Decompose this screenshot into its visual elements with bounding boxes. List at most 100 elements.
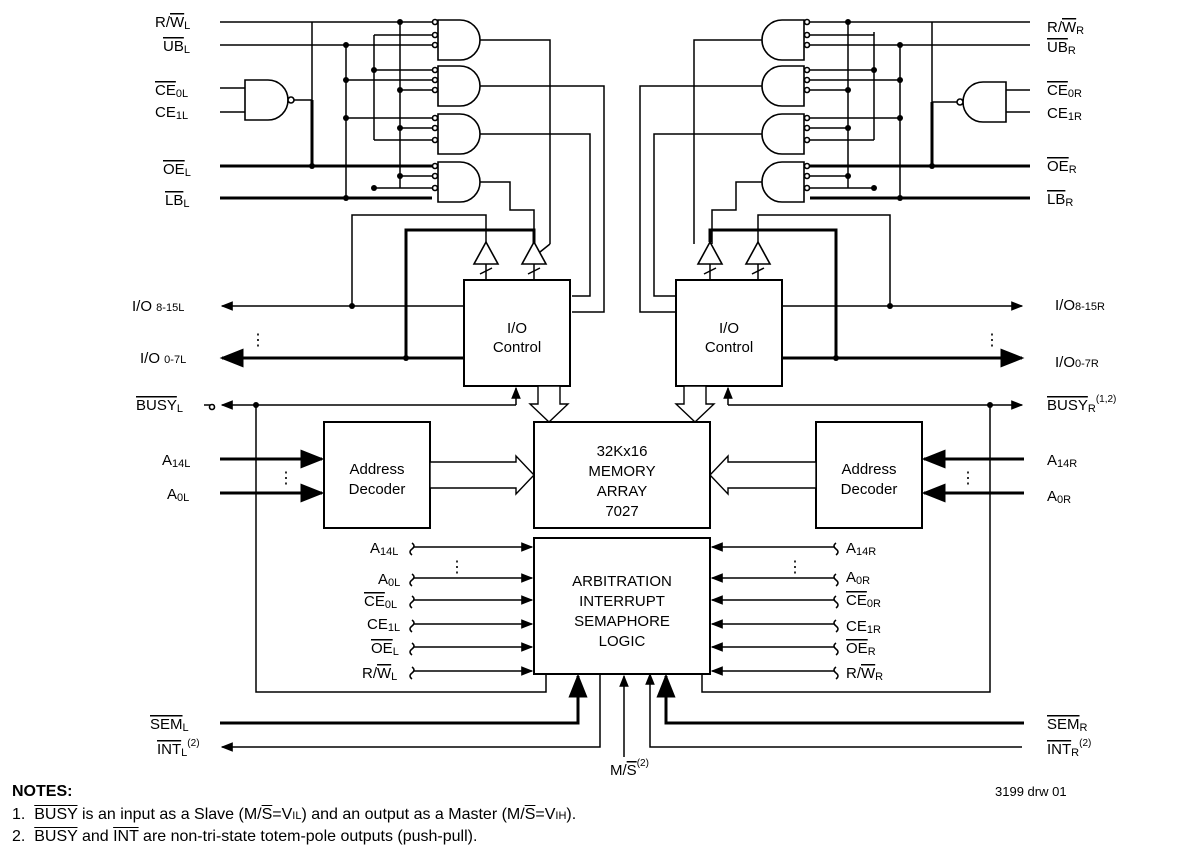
hollow-arrows [429, 385, 817, 496]
note-2: 2. BUSY and INT are non-tri-state totem-… [12, 828, 478, 845]
and-gate-left-2 [437, 65, 481, 107]
svg-text:Decoder: Decoder [841, 481, 898, 498]
svg-text:MEMORY: MEMORY [588, 463, 655, 480]
label-lb-right: LBR [1047, 191, 1073, 209]
svg-text:ARRAY: ARRAY [597, 483, 648, 500]
and-gate-left-4 [437, 161, 481, 203]
right-signal-labels: R/WR UBR CE0R CE1R OER LBR I/O8-15R I/O0… [1047, 19, 1116, 759]
svg-text:CE0R: CE0R [846, 592, 881, 610]
svg-text:R/WL: R/WL [362, 665, 397, 683]
label-a14-left: A14L [162, 452, 190, 470]
arbitration-logic-block: ARBITRATION INTERRUPT SEMAPHORE LOGIC [533, 537, 711, 675]
svg-text:A14L: A14L [370, 540, 398, 558]
left-gate-logic [220, 18, 605, 361]
label-io-hi-left: I/O 8-15L [132, 298, 184, 315]
svg-text:I/O: I/O [507, 320, 527, 337]
svg-text:Control: Control [493, 339, 541, 356]
io-to-memory-arrow-left [528, 385, 570, 423]
arb-ellipsis-right: ⋮ [787, 559, 803, 576]
label-rw-right: R/WR [1047, 19, 1084, 37]
svg-text:Control: Control [705, 339, 753, 356]
label-ce1-right: CE1R [1047, 105, 1082, 123]
notes-title: NOTES: [12, 783, 73, 800]
label-ce0-left: CE0L [155, 82, 188, 100]
label-a14-right: A14R [1047, 452, 1077, 470]
busy-lines [204, 386, 1024, 693]
label-io-hi-right: I/O8-15R [1055, 297, 1105, 314]
ms-label: M/S(2) [610, 758, 649, 779]
svg-text:OEL: OEL [371, 640, 399, 658]
arbitration-inputs-left: A14L A0L CE0L CE1L OEL R/WL ⋮ [362, 540, 534, 683]
label-oe-right: OER [1047, 158, 1077, 176]
label-sem-left: SEML [150, 716, 189, 734]
svg-text:CE1R: CE1R [846, 618, 881, 636]
svg-text:32Kx16: 32Kx16 [597, 443, 648, 460]
label-ub-left: UBL [163, 38, 190, 56]
sem-int-ms-lines: M/S(2) [220, 672, 1024, 779]
svg-text:INTERRUPT: INTERRUPT [579, 593, 665, 610]
memory-array-block: 32Kx16 MEMORY ARRAY 7027 [533, 421, 711, 529]
addr-ellipsis-right: ⋮ [960, 470, 976, 487]
ce-nand-gate-right [962, 81, 1007, 123]
svg-text:LOGIC: LOGIC [599, 633, 646, 650]
decoder-to-memory-arrow-left [429, 454, 535, 496]
svg-text:I/O: I/O [719, 320, 739, 337]
svg-text:OER: OER [846, 640, 876, 658]
io-ellipsis-left: ⋮ [250, 332, 266, 349]
label-a0-left: A0L [167, 486, 189, 504]
io-control-right-block: I/O Control [675, 279, 783, 387]
label-ub-right: UBR [1047, 39, 1076, 57]
note-1: 1. BUSY is an input as a Slave (M/S=VIL)… [12, 806, 577, 823]
label-rw-left: R/WL [155, 14, 190, 32]
label-a0-right: A0R [1047, 488, 1071, 506]
svg-text:R/WR: R/WR [846, 665, 883, 683]
svg-text:A0L: A0L [378, 571, 400, 589]
addr-ellipsis-left: ⋮ [278, 470, 294, 487]
output-buffer-left-2 [520, 240, 548, 265]
output-buffer-right-2 [744, 240, 772, 265]
address-decoder-right-block: Address Decoder [815, 421, 923, 529]
address-lines: ⋮ ⋮ [220, 449, 1024, 503]
right-gate-logic [639, 18, 1030, 361]
decoder-to-memory-arrow-right [709, 454, 817, 496]
svg-text:A14R: A14R [846, 540, 876, 558]
label-io-lo-right: I/O0-7R [1055, 354, 1099, 371]
svg-text:A0R: A0R [846, 569, 870, 587]
label-io-lo-left: I/O 0-7L [140, 350, 186, 367]
and-gate-right-3 [761, 113, 805, 155]
svg-text:ARBITRATION: ARBITRATION [572, 573, 672, 590]
label-ce1-left: CE1L [155, 104, 188, 122]
svg-text:Address: Address [349, 461, 404, 478]
svg-text:CE1L: CE1L [367, 616, 400, 634]
arb-ellipsis-left: ⋮ [449, 559, 465, 576]
svg-text:Address: Address [841, 461, 896, 478]
ce-nand-gate-left [244, 79, 289, 121]
memory-to-io-arrow-right [674, 385, 716, 423]
address-decoder-left-block: Address Decoder [323, 421, 431, 529]
and-gate-right-1 [761, 19, 805, 61]
svg-text:Decoder: Decoder [349, 481, 406, 498]
svg-text:7027: 7027 [605, 503, 638, 520]
label-busy-left: BUSYL [136, 397, 183, 415]
and-gate-left-3 [437, 113, 481, 155]
io-control-left-block: I/O Control [463, 279, 571, 387]
drawing-id: 3199 drw 01 [995, 784, 1067, 799]
label-int-left: INTL(2) [157, 738, 200, 759]
svg-text:CE0L: CE0L [364, 593, 397, 611]
output-buffer-right-1 [696, 240, 724, 265]
output-buffer-left-1 [472, 240, 500, 265]
svg-text:SEMAPHORE: SEMAPHORE [574, 613, 670, 630]
label-busy-right: BUSYR(1,2) [1047, 394, 1116, 415]
and-gate-right-2 [761, 65, 805, 107]
and-gate-right-4 [761, 161, 805, 203]
and-gate-left-1 [437, 19, 481, 61]
io-buses: ⋮ ⋮ [219, 301, 1025, 368]
label-int-right: INTR(2) [1047, 738, 1091, 759]
label-ce0-right: CE0R [1047, 82, 1082, 100]
io-ellipsis-right: ⋮ [984, 332, 1000, 349]
left-signal-labels: R/WL UBL CE0L CE1L OEL LBL I/O 8-15L I/O… [132, 14, 200, 759]
arbitration-inputs-right: A14R A0R CE0R CE1R OER R/WR ⋮ [710, 540, 883, 683]
label-sem-right: SEMR [1047, 716, 1088, 734]
label-oe-left: OEL [163, 161, 191, 179]
